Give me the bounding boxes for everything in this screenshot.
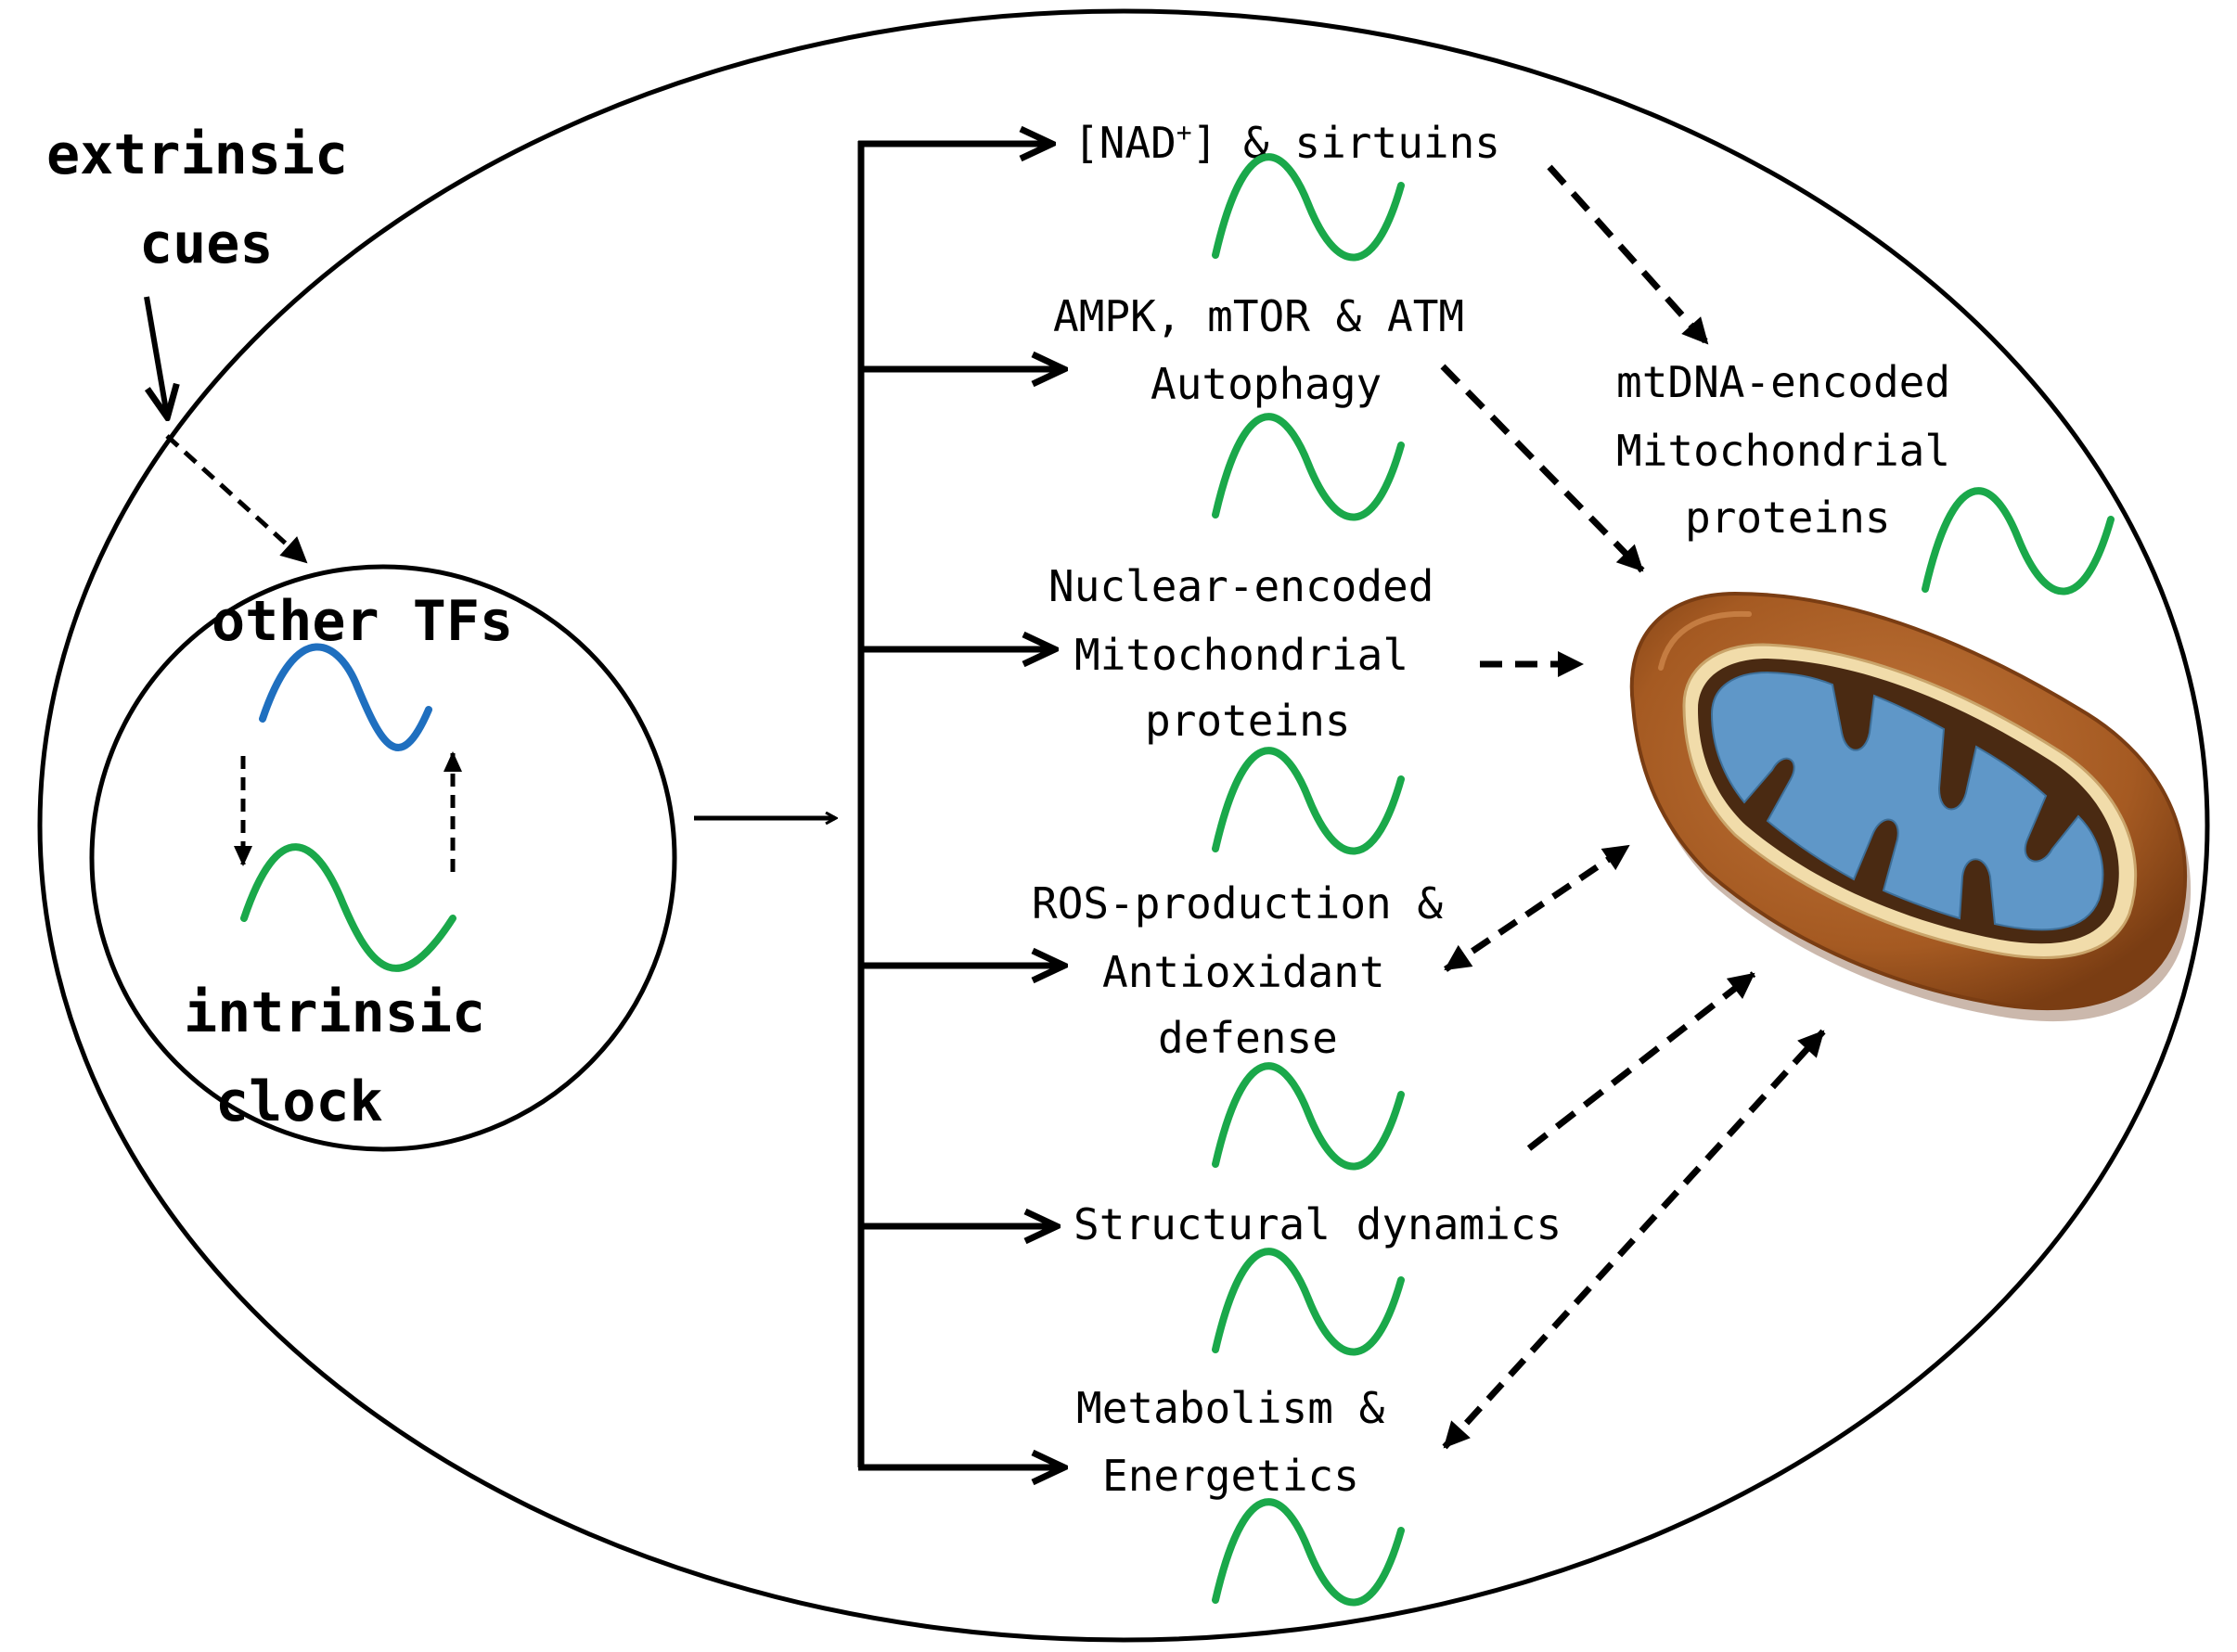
intrinsic-clock-label-line1: intrinsic <box>184 980 485 1045</box>
nad-sirtuins-label: [NAD+] & sirtuins <box>1074 117 1500 168</box>
tf-oscillation-wave-icon <box>259 643 432 751</box>
ros-label-line3: defense <box>1158 1013 1338 1063</box>
extrinsic-cues-label-line1: extrinsic <box>46 122 348 187</box>
extrinsic-to-tf-dashed-arrow <box>165 434 308 564</box>
cell-outline <box>37 8 2210 1643</box>
extrinsic-cues-label-line2: cues <box>139 211 274 276</box>
nuclear-encoded-label-line2: Mitochondrial <box>1074 630 1408 680</box>
nuclear-encoded-label-line3: proteins <box>1145 696 1351 746</box>
ampk-label-line2: Autophagy <box>1151 359 1382 409</box>
metabolism-label-line1: Metabolism & <box>1076 1383 1385 1433</box>
ros-label-line2: Antioxidant <box>1102 947 1385 997</box>
nuclear-encoded-label-line1: Nuclear-encoded <box>1048 561 1433 611</box>
ros-oscillation-wave-icon <box>1215 1066 1401 1166</box>
structural-oscillation-wave-icon <box>1215 1251 1401 1351</box>
nad-oscillation-wave-icon <box>1215 157 1401 257</box>
metabolism-mito-bidirectional-arrow <box>1442 1029 1826 1450</box>
other-tfs-label: other TFs <box>212 589 513 654</box>
structural-dynamics-label: Structural dynamics <box>1074 1199 1562 1249</box>
mtdna-encoded-label-line1: mtDNA-encoded <box>1616 357 1950 407</box>
metabolism-oscillation-wave-icon <box>1215 1502 1401 1602</box>
ros-mito-bidirectional-arrow <box>1444 843 1630 972</box>
metabolism-label-line2: Energetics <box>1102 1451 1359 1501</box>
structural-to-mito-dashed-arrow <box>1526 971 1756 1151</box>
mtdna-encoded-label-line2: Mitochondrial <box>1616 426 1950 476</box>
clock-circle <box>89 564 677 1152</box>
ampk-to-mito-dashed-arrow <box>1440 364 1645 573</box>
ampk-oscillation-wave-icon <box>1215 416 1401 517</box>
ampk-label-line1: AMPK, mTOR & ATM <box>1053 291 1464 341</box>
clock-oscillation-wave-icon <box>240 843 456 972</box>
mtdna-encoded-label-line3: proteins <box>1685 493 1891 543</box>
nad-to-mtdna-dashed-arrow <box>1547 164 1710 346</box>
ros-label-line1: ROS-production & <box>1032 878 1443 928</box>
intrinsic-clock-label-line2: clock <box>215 1069 383 1134</box>
extrinsic-cue-arrow <box>144 296 167 416</box>
mtdna-oscillation-wave-icon <box>1925 491 2111 591</box>
mitochondrion-icon <box>1629 591 2192 1022</box>
nuclear-oscillation-wave-icon <box>1215 750 1401 851</box>
